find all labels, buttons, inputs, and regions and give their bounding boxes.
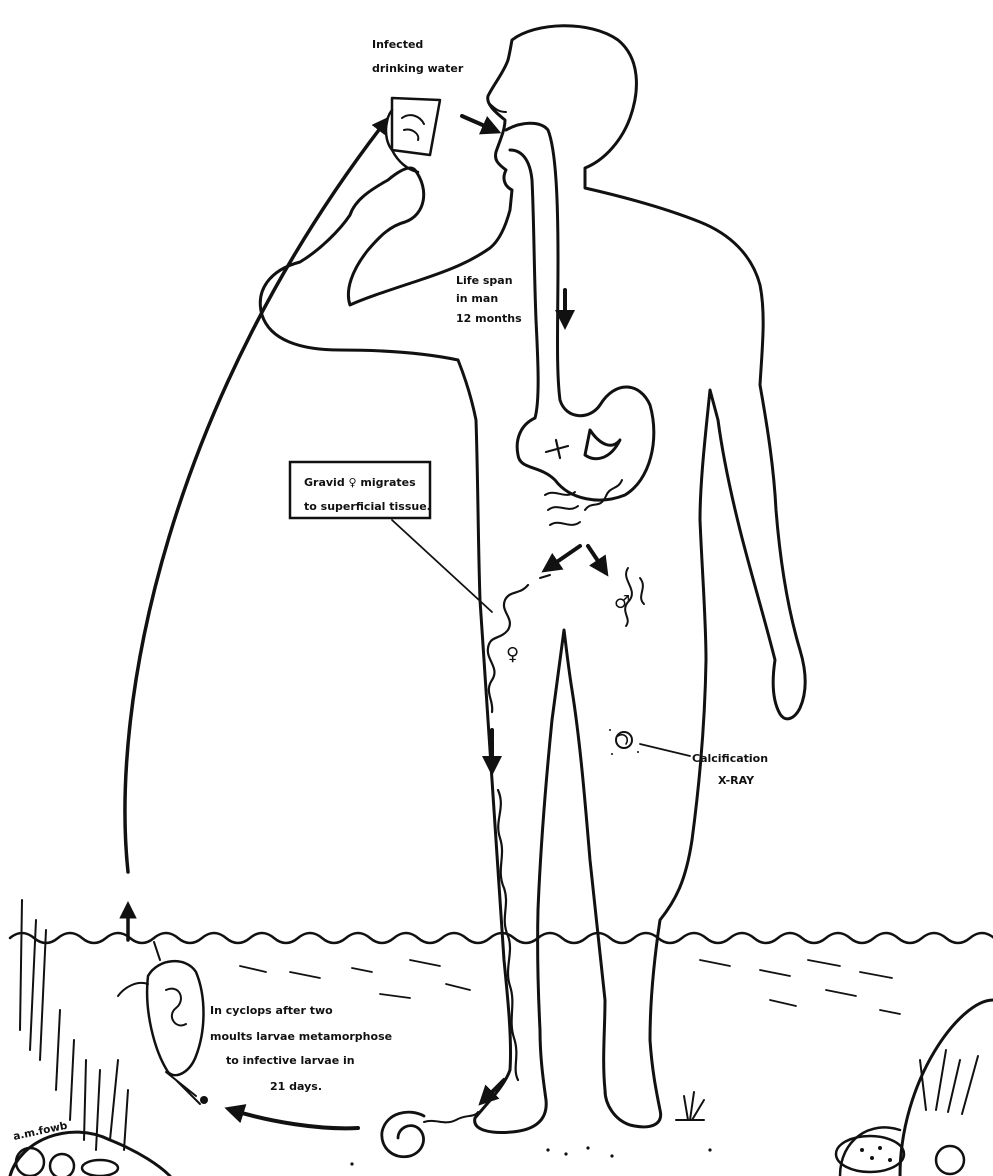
- water-surface: [10, 933, 993, 1014]
- label-xray: X-RAY: [718, 774, 755, 787]
- arrow-to-mouth: [462, 116, 494, 130]
- label-life-span-line1: Life span: [456, 274, 513, 287]
- small-plant: [676, 1092, 704, 1120]
- label-cyclops-line4: 21 days.: [270, 1080, 322, 1093]
- label-cyclops-line2: moults larvae metamorphose: [210, 1030, 392, 1043]
- cyclops-copepod: [118, 942, 208, 1104]
- label-cyclops-line3: to infective larvae in: [226, 1054, 355, 1067]
- calcification-spot: [609, 729, 690, 756]
- label-life-span-line3: 12 months: [456, 312, 522, 325]
- arrow-to-male: [588, 546, 604, 570]
- male-symbol: ♂: [614, 592, 630, 613]
- label-life-span-line2: in man: [456, 292, 498, 305]
- labels: Infected drinking water Life span in man…: [12, 38, 768, 1143]
- coiled-larva: [382, 1112, 478, 1157]
- label-infected-line1: Infected: [372, 38, 423, 51]
- label-cyclops-line1: In cyclops after two: [210, 1004, 333, 1017]
- arrow-to-cyclops: [232, 1110, 358, 1128]
- calcification-pointer: [640, 744, 690, 756]
- label-gravid-line1: Gravid ♀ migrates: [304, 476, 416, 489]
- intestinal-worms: [545, 480, 622, 525]
- arrow-to-female: [548, 546, 580, 568]
- label-calcification: Calcification: [692, 752, 768, 765]
- digestive-tract: [506, 123, 654, 500]
- female-symbol: ♀: [506, 644, 519, 665]
- label-infected-line2: drinking water: [372, 62, 464, 75]
- right-shore: [836, 1000, 993, 1176]
- label-gravid-line2: to superficial tissue.: [304, 500, 431, 513]
- hand-with-glass: [386, 98, 440, 172]
